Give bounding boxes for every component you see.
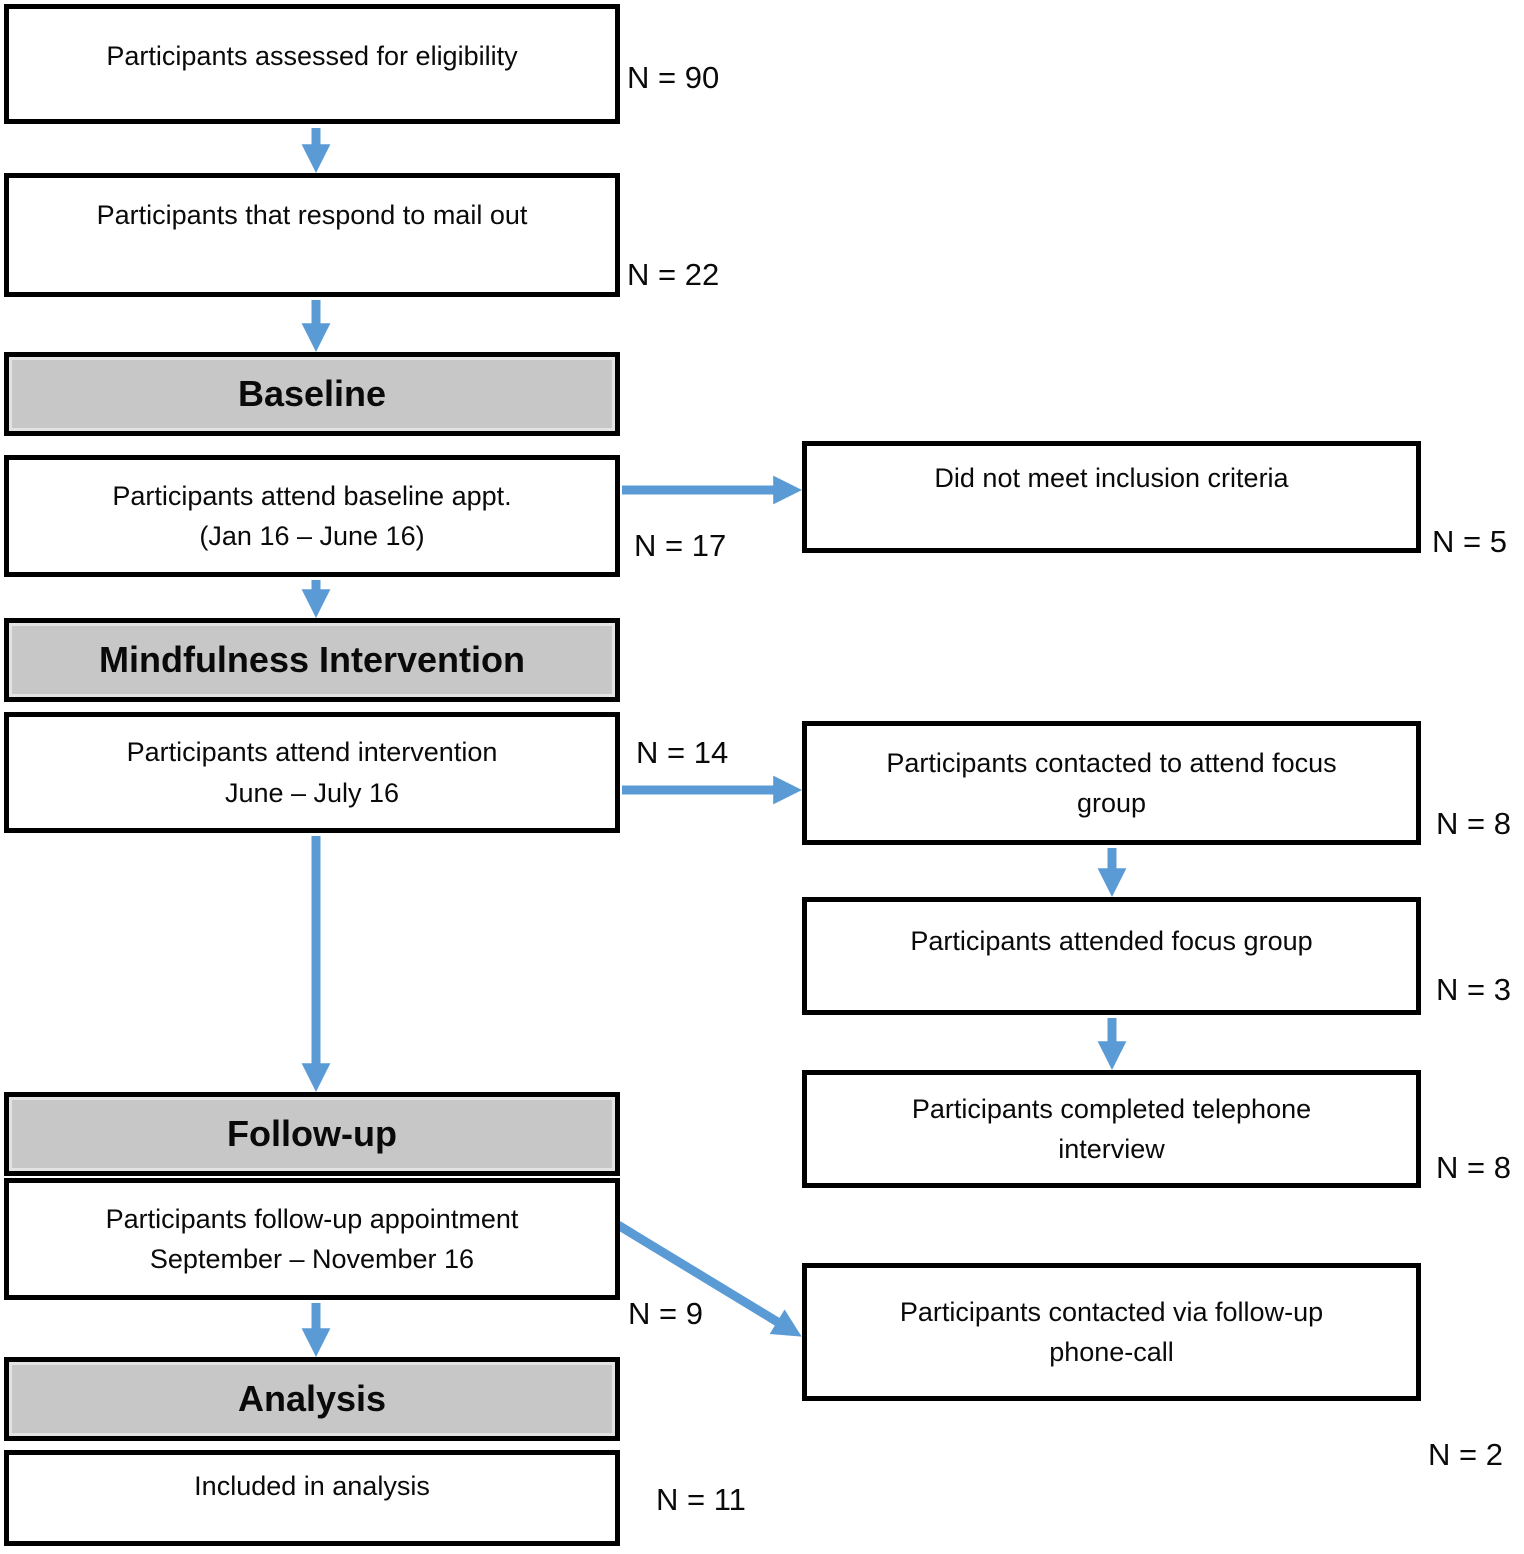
box-intervention-line2: June – July 16 [224,777,400,808]
box-included: Included in analysis [4,1450,620,1546]
box-followup-appt-line1: Participants follow-up appointment [105,1203,519,1234]
box-intervention: Participants attend intervention June – … [4,712,620,833]
header-baseline-label: Baseline [237,373,387,414]
box-telephone-interview-line2: interview [1058,1134,1165,1164]
box-telephone-interview: Participants completed telephone intervi… [802,1070,1421,1188]
n-label-focus-attended: N = 3 [1436,972,1511,1007]
box-focus-contacted-line2: group [1076,788,1147,818]
box-mailout-text: Participants that respond to mail out [96,199,528,230]
box-followup-appt-line2: September – November 16 [149,1244,475,1274]
box-phone-call-line2: phone-call [1049,1337,1174,1367]
header-baseline: Baseline [4,352,620,436]
box-eligibility: Participants assessed for eligibility [4,4,620,124]
box-mailout: Participants that respond to mail out [4,173,620,297]
n-label-included: N = 11 [656,1482,746,1517]
n-label-focus-contacted: N = 8 [1436,806,1511,841]
header-mindfulness-intervention: Mindfulness Intervention [4,618,620,702]
box-baseline-appt: Participants attend baseline appt. (Jan … [4,455,620,577]
box-focus-attended-text: Participants attended focus group [910,925,1313,956]
n-label-not-included: N = 5 [1432,524,1507,559]
n-label-phone-call: N = 2 [1428,1437,1503,1472]
box-eligibility-text: Participants assessed for eligibility [106,40,518,71]
box-baseline-appt-line2: (Jan 16 – June 16) [199,521,425,551]
box-telephone-interview-line1: Participants completed telephone [911,1093,1312,1124]
box-followup-appt: Participants follow-up appointment Septe… [4,1178,620,1300]
n-label-baseline-appt: N = 17 [634,528,727,563]
n-label-eligibility: N = 90 [627,60,720,95]
box-focus-attended: Participants attended focus group [802,897,1421,1015]
box-phone-call-line1: Participants contacted via follow-up [899,1296,1324,1327]
box-intervention-line1: Participants attend intervention [126,737,498,767]
n-label-mailout: N = 22 [627,257,720,292]
box-not-included-text: Did not meet inclusion criteria [934,462,1289,493]
n-label-telephone-interview: N = 8 [1436,1150,1511,1185]
n-label-followup-appt: N = 9 [628,1296,703,1331]
header-mindfulness-intervention-label: Mindfulness Intervention [98,639,526,680]
box-not-included: Did not meet inclusion criteria [802,441,1421,553]
box-included-text: Included in analysis [194,1470,430,1501]
header-analysis-label: Analysis [237,1378,387,1419]
box-focus-contacted-line1: Participants contacted to attend focus [886,747,1337,778]
n-label-intervention: N = 14 [636,735,729,770]
box-baseline-appt-line1: Participants attend baseline appt. [112,480,512,511]
box-focus-contacted: Participants contacted to attend focus g… [802,721,1421,845]
header-followup-label: Follow-up [227,1113,397,1154]
box-phone-call: Participants contacted via follow-up pho… [802,1263,1421,1401]
header-followup: Follow-up [4,1092,620,1176]
header-analysis: Analysis [4,1357,620,1441]
